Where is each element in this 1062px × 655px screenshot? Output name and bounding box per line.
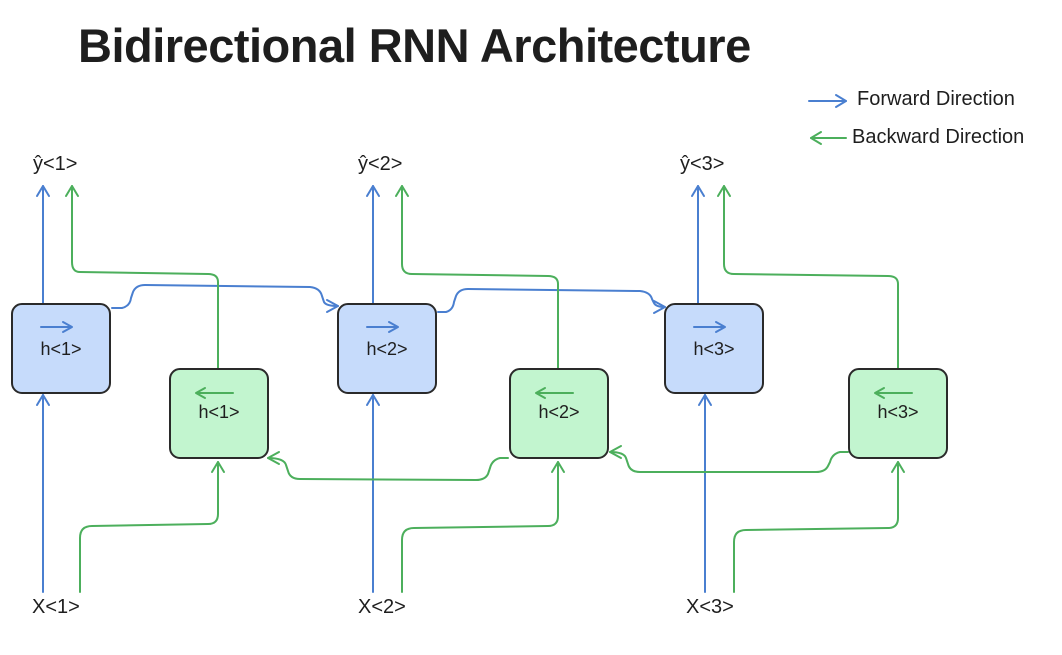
backward-input-arrow-1 — [79, 461, 225, 593]
forward-cell-label-2: h<2> — [366, 339, 408, 359]
output-label-3: ŷ<3> — [680, 153, 725, 175]
forward-cell-label-1: h<1> — [40, 339, 82, 359]
forward-cell-2 — [337, 303, 437, 394]
forward-recurrent-arrow-1-2 — [111, 284, 339, 313]
backward-recurrent-arrow-3-2 — [609, 445, 849, 473]
backward-cell-label-3: h<3> — [877, 402, 919, 422]
backward-output-arrow-3 — [717, 185, 899, 369]
legend-backward-arrow-icon — [810, 131, 847, 145]
backward-input-arrow-2 — [401, 461, 565, 593]
input-label-3: X<3> — [686, 596, 734, 618]
input-label-2: X<2> — [358, 596, 406, 618]
forward-cell-label-3: h<3> — [693, 339, 735, 359]
backward-output-arrow-1 — [65, 185, 219, 369]
forward-recurrent-arrow-2-3 — [437, 288, 666, 314]
backward-cell-2 — [509, 368, 609, 459]
backward-cell-label-1: h<1> — [198, 402, 240, 422]
forward-output-arrow-2 — [366, 185, 380, 305]
forward-direction-arrow-icon — [40, 321, 73, 333]
backward-cell-3 — [848, 368, 948, 459]
input-label-1: X<1> — [32, 596, 80, 618]
forward-cell-1 — [11, 303, 111, 394]
output-label-1: ŷ<1> — [33, 153, 78, 175]
forward-direction-arrow-icon — [693, 321, 726, 333]
output-label-2: ŷ<2> — [358, 153, 403, 175]
forward-cell-3 — [664, 303, 764, 394]
backward-input-arrow-3 — [733, 461, 905, 593]
backward-recurrent-arrow-2-1 — [267, 451, 509, 481]
forward-input-arrow-1 — [36, 394, 50, 593]
forward-direction-arrow-icon — [366, 321, 399, 333]
backward-direction-arrow-icon — [874, 387, 913, 399]
backward-cell-1 — [169, 368, 269, 459]
legend-forward-arrow-icon — [808, 94, 847, 108]
forward-input-arrow-2 — [366, 394, 380, 593]
backward-output-arrow-2 — [395, 185, 559, 369]
forward-input-arrow-3 — [698, 394, 712, 593]
forward-output-arrow-1 — [36, 185, 50, 305]
legend-forward-label: Forward Direction — [857, 88, 1015, 110]
backward-direction-arrow-icon — [535, 387, 574, 399]
backward-cell-label-2: h<2> — [538, 402, 580, 422]
forward-output-arrow-3 — [691, 185, 705, 305]
legend-backward-label: Backward Direction — [852, 126, 1025, 148]
backward-direction-arrow-icon — [195, 387, 234, 399]
page-title: Bidirectional RNN Architecture — [78, 19, 751, 72]
